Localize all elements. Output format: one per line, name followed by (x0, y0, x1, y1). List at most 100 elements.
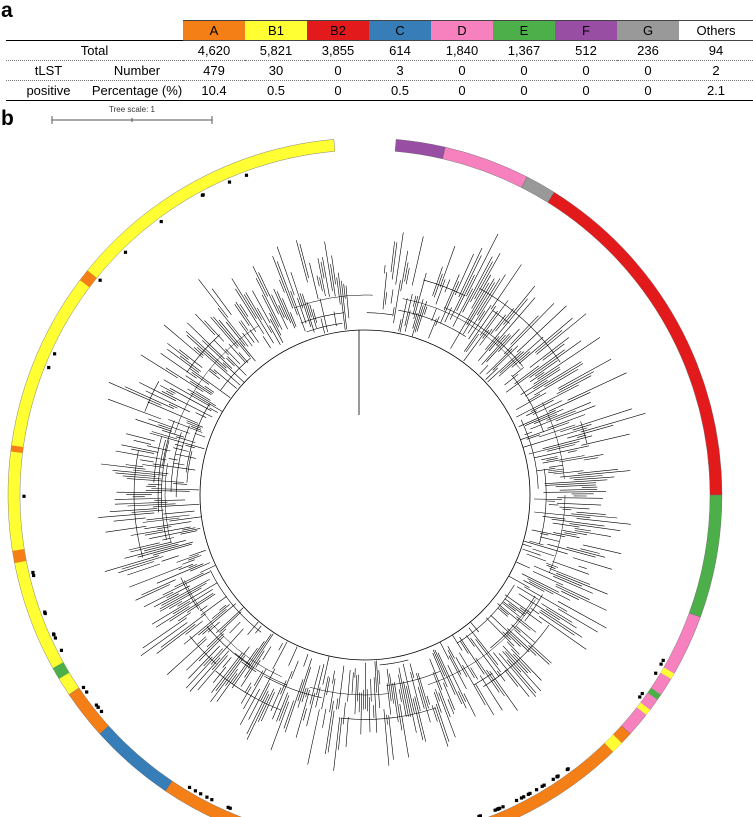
group-header: E (493, 20, 555, 41)
tree-scale-bar: Tree scale: 1 (51, 105, 213, 124)
tlst-marker (159, 219, 163, 224)
row-label-total: Total (6, 40, 183, 61)
tlst-marker (201, 193, 205, 197)
tlst-marker (661, 658, 665, 662)
table-cell: 1,840 (431, 40, 493, 61)
table-cell: 0.5 (245, 80, 307, 101)
tlst-marker (32, 573, 36, 578)
tree-backbone-inner (164, 294, 566, 696)
ring-insert-E (52, 662, 70, 679)
tlst-marker (519, 796, 524, 800)
tlst-marker (478, 814, 483, 817)
tlst-marker (228, 806, 232, 810)
table-cell: 512 (555, 40, 617, 61)
tlst-marker (193, 789, 197, 793)
tlst-marker (187, 785, 192, 790)
tree-backbone (199, 329, 531, 661)
tlst-marker (96, 705, 100, 709)
row-label-number: Number (91, 60, 183, 81)
tree-branches (98, 232, 646, 771)
table-cell: 0 (555, 60, 617, 81)
phylogroup-table: A B1 B2 C D E F G Others Total 4,620 5,8… (6, 20, 753, 101)
tlst-marker (501, 805, 505, 809)
group-header: C (369, 20, 431, 41)
table-cell: 4,620 (183, 40, 245, 61)
table-cell: 614 (369, 40, 431, 61)
table-cell: 479 (183, 60, 245, 81)
table-cell: 0 (493, 60, 555, 81)
phylogroup-ring (7, 139, 723, 817)
ring-insert-A (12, 548, 27, 564)
table-cell: 2 (679, 60, 753, 81)
ring-segment-D (442, 146, 528, 188)
tree-tips (98, 232, 646, 771)
table-cell: 94 (679, 40, 753, 61)
tlst-marker (496, 807, 500, 811)
ring-insert-B1 (636, 702, 651, 715)
group-header: G (617, 20, 679, 41)
row-label-positive: positive (6, 80, 91, 101)
ring-insert-B1 (604, 734, 622, 752)
table-cell: 0 (617, 60, 679, 81)
table-cell: 0 (307, 60, 369, 81)
ring-segment-B1 (7, 139, 336, 695)
tree-internal-arcs (133, 279, 588, 720)
group-header: D (431, 20, 493, 41)
panel-label-a: a (1, 0, 13, 22)
tlst-marker (99, 709, 104, 714)
table-cell: 2.1 (679, 80, 753, 101)
table-cell: 0 (617, 80, 679, 101)
phylogenetic-tree-svg: Tree scale: 1 (7, 105, 723, 817)
table-cell: 236 (617, 40, 679, 61)
group-header: Others (679, 20, 753, 41)
table-cell: 0 (431, 80, 493, 101)
tlst-marker (98, 278, 102, 282)
tree-scale-label: Tree scale: 1 (109, 105, 155, 114)
table-cell: 3 (369, 60, 431, 81)
tlst-marker (22, 494, 26, 498)
ring-insert-B1 (660, 667, 675, 679)
tlst-marker (542, 783, 546, 787)
ring-insert-A (79, 270, 97, 288)
tlst-marker (654, 671, 658, 675)
phylogenetic-tree-panel: Tree scale: 1 (0, 100, 723, 817)
table-cell: 10.4 (183, 80, 245, 101)
tlst-marker (210, 798, 214, 802)
tlst-marker (43, 611, 47, 616)
table-cell: 0 (307, 80, 369, 101)
tlst-marker (81, 685, 86, 690)
tlst-marker (514, 798, 519, 803)
tlst-marker (534, 788, 539, 792)
ring-segment-E (688, 494, 723, 618)
tlst-marker (199, 792, 203, 796)
table-cell: 0.5 (369, 80, 431, 101)
group-header: B2 (307, 20, 369, 41)
ring-segment-A (165, 725, 631, 817)
ring-insert-E (647, 687, 661, 700)
tlst-marker (244, 173, 249, 177)
tlst-marker (640, 691, 644, 696)
tlst-marker (227, 180, 232, 184)
table-cell: 0 (431, 60, 493, 81)
table-cell: 30 (245, 60, 307, 81)
tlst-marker (52, 352, 57, 356)
tlst-marker (205, 795, 209, 799)
table-header-row: A B1 B2 C D E F G Others (6, 20, 753, 41)
ring-insert-A (10, 445, 24, 453)
tlst-marker (226, 805, 230, 809)
tlst-marker (85, 690, 89, 694)
group-header: F (555, 20, 617, 41)
tlst-marker (659, 662, 663, 666)
tlst-marker (31, 570, 35, 575)
tlst-marker (638, 695, 642, 699)
tlst-marker (53, 636, 58, 640)
row-label-tlst: tLST (6, 60, 91, 81)
tlst-marker (540, 784, 544, 788)
tlst-marker (59, 648, 64, 652)
row-label-percentage: Percentage (%) (91, 80, 183, 101)
tlst-marker (551, 777, 555, 781)
group-header: B1 (245, 20, 307, 41)
tlst-marker (528, 791, 532, 796)
tlst-marker (522, 795, 526, 799)
table-row-total: Total 4,620 5,821 3,855 614 1,840 1,367 … (6, 40, 753, 61)
